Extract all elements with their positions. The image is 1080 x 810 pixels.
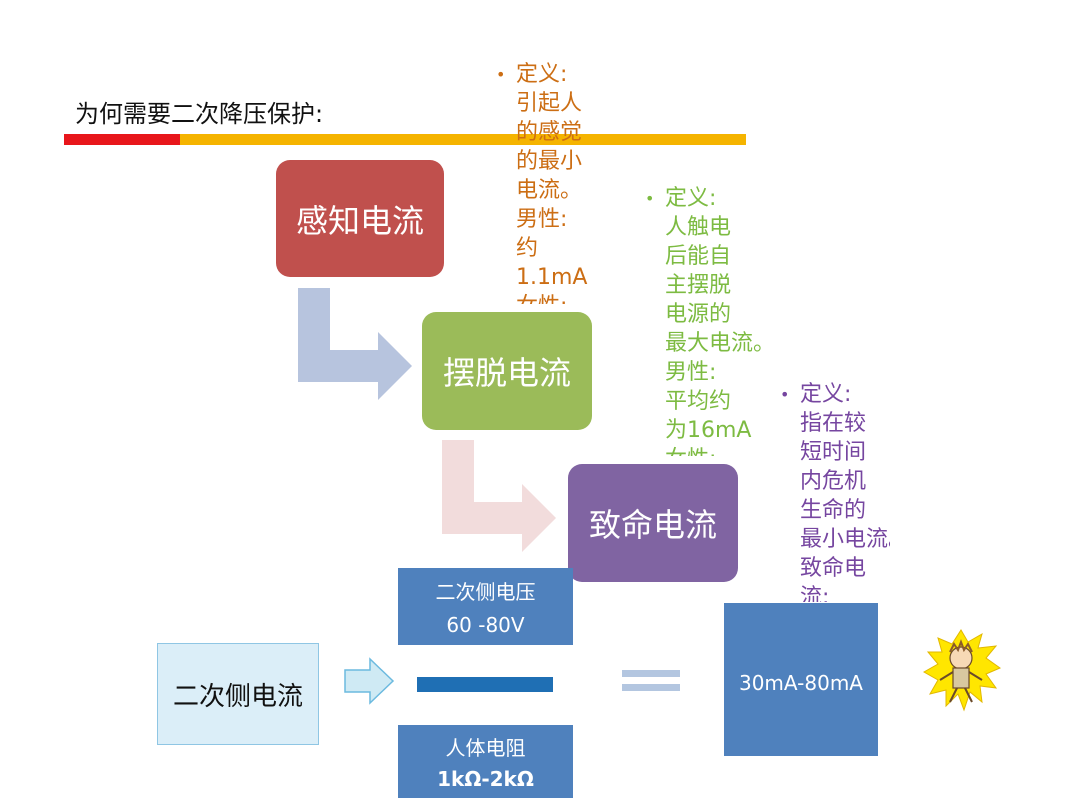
page-title: 为何需要二次降压保护:: [75, 100, 324, 128]
body-resistance-box: 人体电阻 1kΩ-2kΩ: [398, 725, 573, 798]
title-underline-yellow: [180, 134, 746, 145]
note-line: 定义:: [800, 382, 852, 407]
note-line: 引起人: [516, 91, 583, 116]
bent-arrow-2-icon: [442, 440, 556, 552]
step-letgo-current: 摆脱电流: [422, 312, 592, 430]
note-line: 最小电流。: [800, 527, 890, 552]
note-line: 1.1mA: [516, 265, 588, 290]
bent-arrow-1-icon: [298, 288, 412, 400]
note-line: 内危机: [800, 469, 867, 494]
note-line: 流:: [800, 585, 830, 602]
step-perception-current: 感知电流: [276, 160, 444, 277]
note-line: 人触电: [665, 215, 732, 240]
note-lethal: • 定义: 指在较 短时间 内危机 生命的 最小电流。 致命电 流:: [780, 380, 890, 602]
note-line: 主摆脱: [665, 273, 732, 298]
note-line: 女性:: [516, 292, 596, 304]
bullet-icon: •: [496, 65, 506, 84]
equals-sign-top: [622, 670, 680, 677]
note-line: 电源的: [665, 302, 732, 327]
note-line: 致命电: [800, 556, 867, 581]
step-lethal-current: 致命电流: [568, 464, 738, 582]
equals-sign-bottom: [622, 684, 680, 691]
resistance-label: 人体电阻: [445, 736, 526, 760]
voltage-label: 二次侧电压: [435, 580, 536, 604]
note-line: 女性:: [665, 445, 765, 456]
fraction-line: [417, 677, 553, 692]
note-line: 约: [516, 236, 539, 261]
secondary-voltage-box: 二次侧电压 60 -80V: [398, 568, 573, 645]
note-letgo: • 定义: 人触电 后能自 主摆脱 电源的 最大电流。 男性: 平均约 为16m…: [645, 184, 765, 456]
note-line: 后能自: [665, 244, 732, 269]
note-perception: • 定义: 引起人 的感觉 的最小 电流。 男性: 约 1.1mA 女性:: [496, 60, 596, 304]
note-line: 男性:: [665, 360, 717, 385]
note-line: 短时间: [800, 440, 867, 465]
note-line: 最大电流。: [665, 331, 765, 356]
electric-shock-person-icon: [922, 629, 1002, 712]
note-line: 生命的: [800, 498, 867, 523]
note-line: 定义:: [516, 62, 568, 87]
note-line: 为16mA: [665, 418, 752, 443]
bullet-icon: •: [780, 385, 790, 404]
note-line: 指在较: [800, 411, 867, 436]
note-line: 的感觉: [516, 120, 583, 145]
note-line: 男性:: [516, 207, 568, 232]
title-underline-red: [64, 134, 180, 145]
note-line: 的最小: [516, 149, 583, 174]
note-line: 定义:: [665, 186, 717, 211]
bullet-icon: •: [645, 189, 655, 208]
resistance-value: 1kΩ-2kΩ: [437, 767, 534, 791]
right-arrow-icon: [344, 657, 395, 705]
note-line: 电流。: [516, 178, 583, 203]
note-line: 平均约: [665, 389, 732, 414]
secondary-current-box: 二次侧电流: [157, 643, 319, 745]
current-result-box: 30mA-80mA: [724, 603, 878, 756]
voltage-value: 60 -80V: [446, 613, 525, 637]
